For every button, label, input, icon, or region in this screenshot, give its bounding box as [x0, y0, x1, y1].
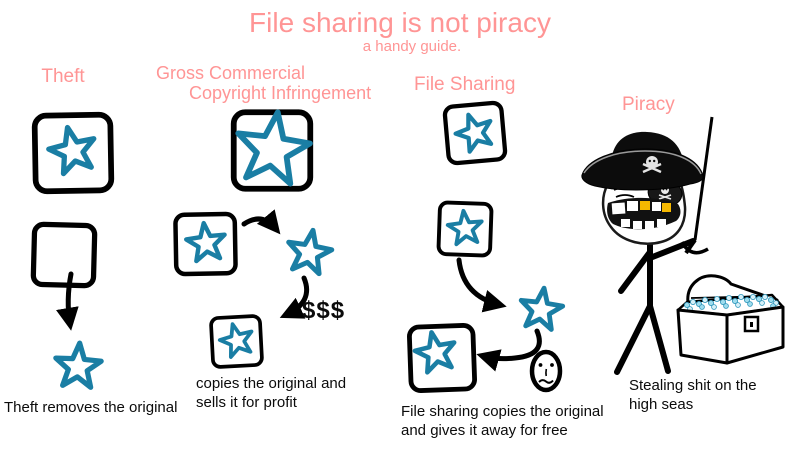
- piracy-caption-line1: Stealing shit on the: [629, 377, 757, 394]
- gcci-label-line2: Copyright Infringement: [189, 83, 372, 103]
- page-subtitle: a handy guide.: [362, 38, 462, 55]
- theft-boxed-star-icon: [28, 108, 118, 198]
- fs-give-arrow-icon: [476, 328, 542, 372]
- treasure-chest-icon: [676, 274, 785, 365]
- fs-boxed-star-icon-2: [436, 200, 494, 258]
- gcci-caption-line2: sells it for profit: [196, 393, 297, 411]
- gcci-caption: copies the original and sells it for pro…: [196, 375, 346, 413]
- gcci-copy-arrow-icon: [241, 209, 281, 235]
- theft-down-arrow-icon: [56, 271, 79, 331]
- treasure-gems: [683, 293, 779, 312]
- file-sharing-label: File Sharing: [414, 74, 516, 95]
- fs-received-boxed-star-icon: [403, 320, 482, 397]
- fs-caption-line2: and gives it away for free: [401, 421, 568, 439]
- gcci-label-line1: Gross Commercial: [156, 63, 306, 83]
- gcci-sell-arrow-icon: [279, 275, 310, 319]
- piracy-caption: Stealing shit on the high seas: [629, 377, 757, 415]
- fs-boxed-star-icon-1: [439, 97, 511, 169]
- fs-caption-line1: File sharing copies the original: [401, 403, 604, 420]
- page-title: File sharing is not piracy: [249, 7, 551, 38]
- theft-removed-star-icon: [50, 339, 106, 395]
- theft-caption: Theft removes the original: [4, 399, 178, 416]
- gcci-boxed-star-icon: [170, 207, 240, 280]
- gcci-big-boxed-star-icon: [226, 106, 318, 195]
- fs-copy-arrow-icon: [456, 257, 507, 313]
- fs-caption: File sharing copies the original and giv…: [401, 403, 604, 441]
- gcci-sold-boxed-star-icon: [208, 313, 265, 370]
- trollface-pirate-icon: [581, 116, 714, 375]
- theft-label: Theft: [41, 66, 85, 87]
- gcci-caption-line1: copies the original and: [196, 375, 347, 392]
- piracy-label: Piracy: [622, 94, 675, 115]
- gcci-money-text: $$$: [302, 297, 346, 324]
- fs-person-face-icon: [529, 349, 563, 393]
- piracy-caption-line2: high seas: [629, 395, 694, 413]
